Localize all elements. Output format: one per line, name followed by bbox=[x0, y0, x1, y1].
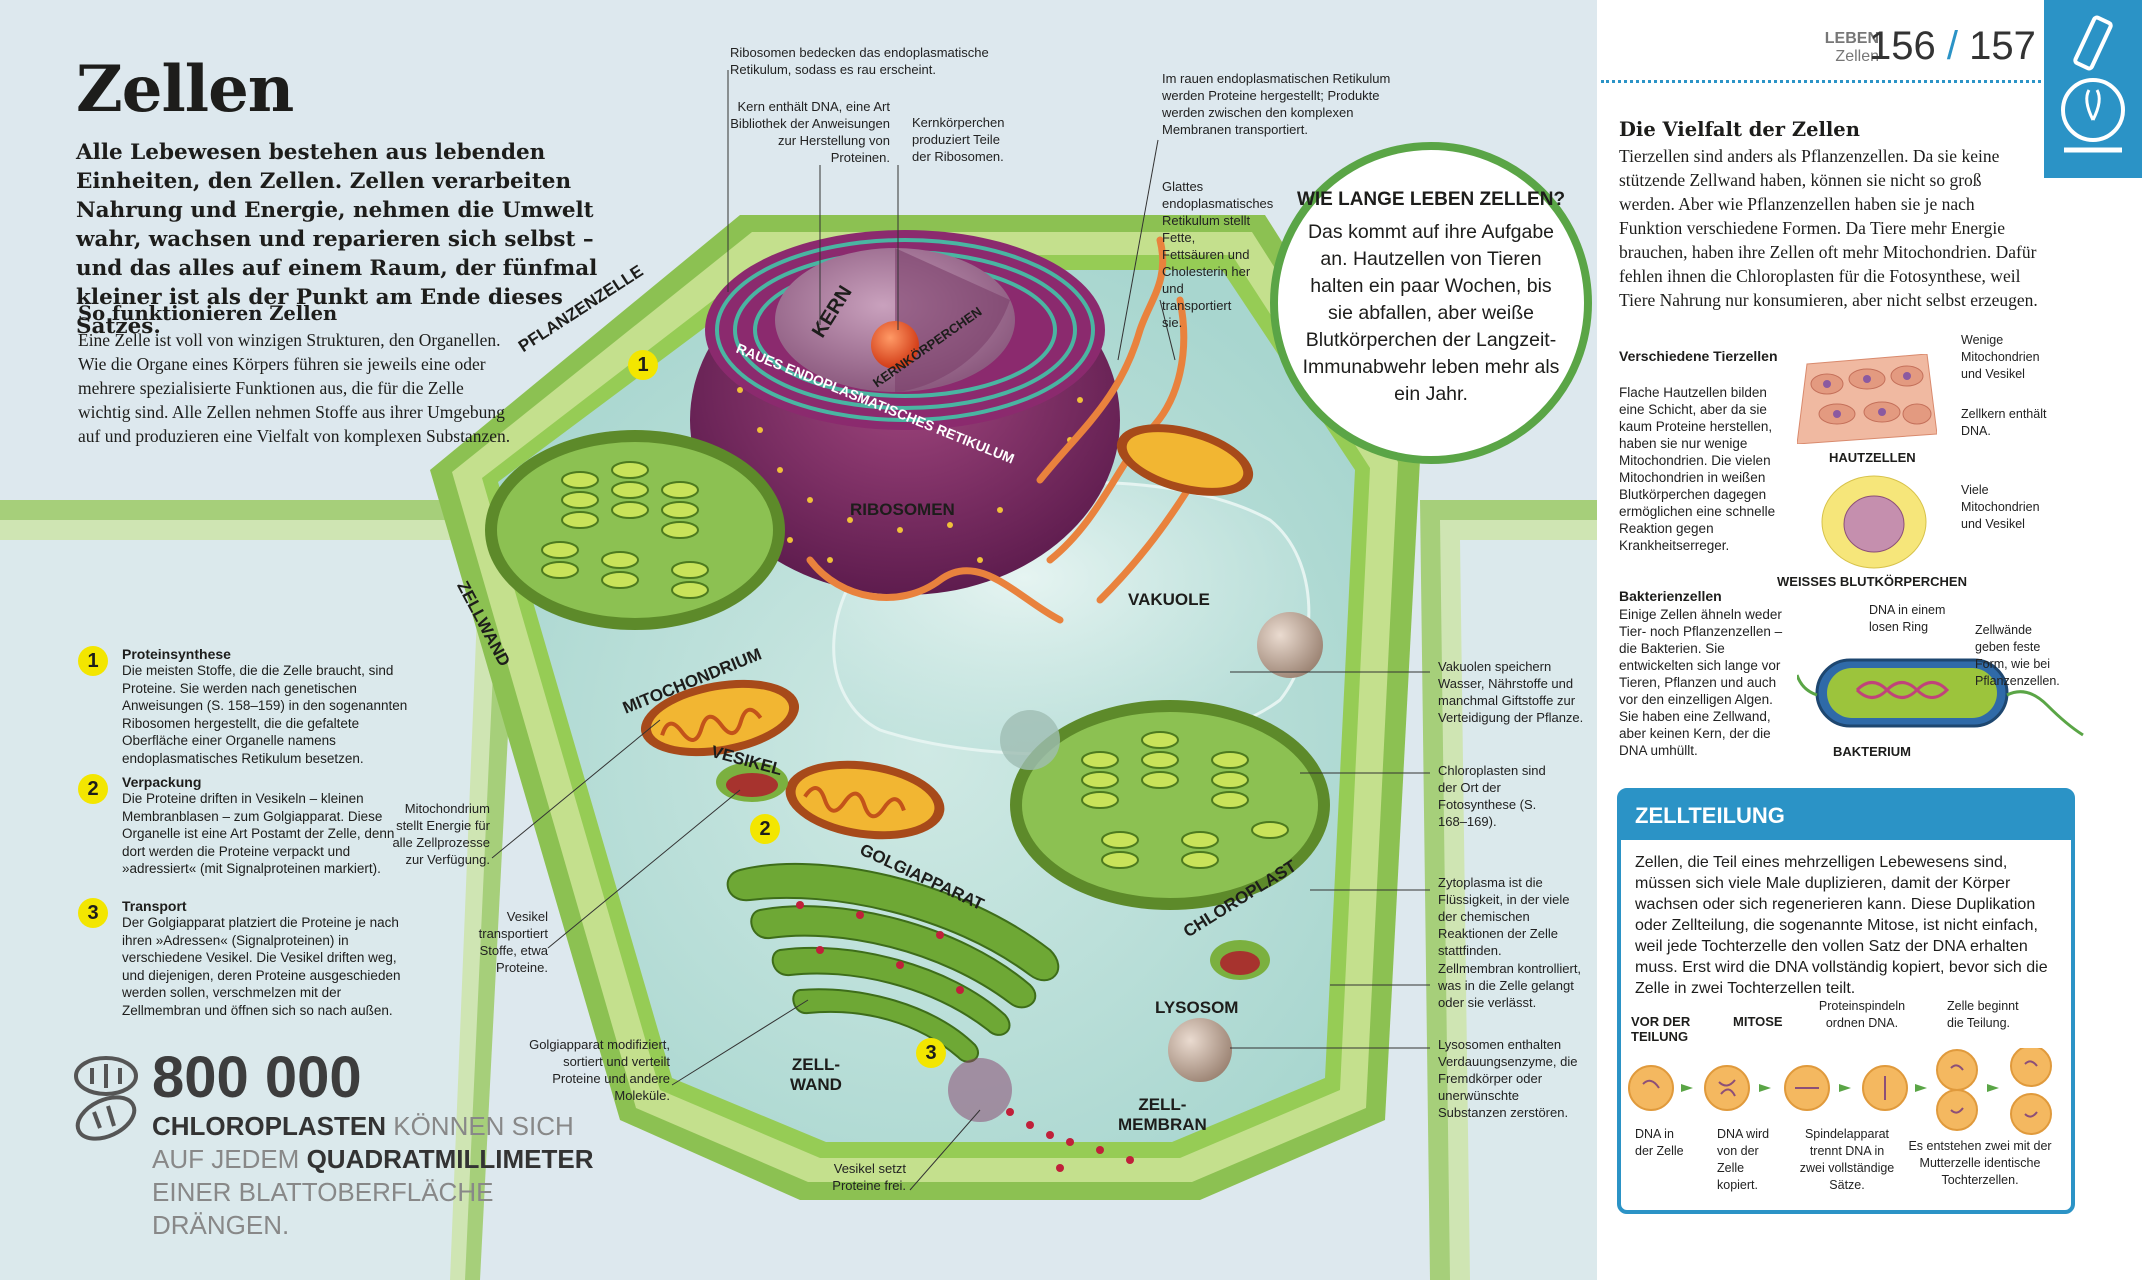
blut-note: Viele Mitochondrien und Vesikel bbox=[1961, 483, 2040, 531]
lysosom bbox=[1168, 1018, 1232, 1082]
fact-text: CHLOROPLASTEN KÖNNEN SICH AUF JEDEM QUAD… bbox=[152, 1110, 622, 1242]
blut-label: WEISSES BLUTKÖRPERCHEN bbox=[1777, 574, 1967, 589]
diagram-badge-2: 2 bbox=[750, 814, 780, 844]
bubble-heading: WIE LANGE LEBEN ZELLEN? bbox=[1296, 189, 1566, 210]
label-zellmembran: ZELL- MEMBRAN bbox=[1118, 1095, 1207, 1134]
zt-spindeln: Proteinspindeln ordnen DNA. bbox=[1818, 999, 1906, 1030]
zellteilung-diagram bbox=[1628, 1048, 2052, 1135]
callout-vesikel: Vesikel transportiert Stoffe, etwa Prote… bbox=[478, 909, 548, 975]
zellteilung-body: Zellen, die Teil eines mehrzelligen Lebe… bbox=[1635, 854, 2048, 997]
fact-bold-1: CHLOROPLASTEN bbox=[152, 1111, 386, 1141]
haut-label: HAUTZELLEN bbox=[1829, 450, 1916, 465]
zellteilung-heading: ZELLTEILUNG bbox=[1621, 792, 2071, 840]
page-title: Zellen bbox=[76, 52, 294, 127]
callout-ribosomen: Ribosomen bedecken das endoplasmatische … bbox=[730, 45, 989, 77]
bubble-text: Das kommt auf ihre Aufgabe an. Hautzelle… bbox=[1302, 221, 1560, 405]
callout-vesikel-frei: Vesikel setzt Proteine frei. bbox=[832, 1161, 906, 1193]
mitochondrium-2 bbox=[785, 760, 945, 840]
bakterien-heading: Bakterienzellen bbox=[1619, 588, 1722, 604]
tierzellen-body: Flache Hautzellen bilden eine Schicht, a… bbox=[1619, 385, 1776, 553]
zt-dna-kopiert: DNA wird von der Zelle kopiert. bbox=[1717, 1127, 1770, 1192]
callout-kernkoerperchen: Kernkörperchen produziert Teile der Ribo… bbox=[912, 115, 1005, 164]
mitochondrium-3 bbox=[1116, 424, 1254, 496]
step-1-badge: 1 bbox=[78, 646, 108, 676]
callout-zytoplasma: Zytoplasma ist die Flüssigkeit, in der v… bbox=[1438, 875, 1570, 958]
step-3-text: Der Golgiapparat platziert die Proteine … bbox=[122, 915, 401, 1018]
bakterien-body: Einige Zellen ähneln weder Tier- noch Pf… bbox=[1619, 607, 1783, 758]
zellteilung-box: ZELLTEILUNG Zellen, die Teil eines mehrz… bbox=[1617, 788, 2075, 1214]
step-2-text: Die Proteine driften in Vesikeln – klein… bbox=[122, 791, 395, 876]
zt-vor: VOR DER TEILUNG bbox=[1631, 1014, 1691, 1044]
bakterium-illustration bbox=[1797, 658, 2084, 737]
left-page: Zellen Alle Lebewesen bestehen aus leben… bbox=[0, 45, 1597, 1280]
mitochondrium-1 bbox=[640, 679, 800, 757]
page-right: 157 bbox=[1969, 24, 2036, 68]
chloroplast-icon bbox=[74, 1056, 138, 1141]
step-2: 2 Verpackung Die Proteine driften in Ves… bbox=[78, 774, 408, 878]
info-bubble: WIE LANGE LEBEN ZELLEN? Das kommt auf ih… bbox=[1270, 142, 1592, 464]
bakterien-note-wand: Zellwände geben feste Form, wie bei Pfla… bbox=[1975, 623, 2060, 688]
haut-note-1: Wenige Mitochondrien und Vesikel bbox=[1961, 333, 2040, 381]
section-label: LEBEN bbox=[1824, 30, 1879, 47]
step-2-badge: 2 bbox=[78, 774, 108, 804]
step-1-text: Die meisten Stoffe, die die Zelle brauch… bbox=[122, 663, 408, 766]
callout-golgi: Golgiapparat modifiziert, sortiert und v… bbox=[529, 1037, 670, 1103]
callout-lysosomen: Lysosomen enthalten Verdauungsenzyme, di… bbox=[1438, 1037, 1578, 1120]
blutkoerperchen-illustration bbox=[1821, 475, 1927, 569]
subsection-label: Zellen bbox=[1835, 48, 1879, 65]
zt-spindelapparat: Spindelapparat trennt DNA in zwei vollst… bbox=[1799, 1127, 1895, 1192]
bakterien-label: BAKTERIUM bbox=[1833, 744, 1911, 759]
step-2-title: Verpackung bbox=[122, 774, 202, 790]
label-lysosom: LYSOSOM bbox=[1155, 998, 1239, 1017]
callout-glattes-er: Glattes endoplasmatisches Retikulum stel… bbox=[1162, 179, 1274, 330]
step-1-title: Proteinsynthese bbox=[122, 646, 231, 662]
fact-plain-2: EINER BLATTOBERFLÄCHE DRÄNGEN. bbox=[152, 1177, 494, 1240]
page-numbers: 156 / 157 bbox=[1869, 24, 2036, 69]
callout-kern-dna: Kern enthält DNA, eine Art Bibliothek de… bbox=[730, 99, 890, 165]
label-ribosomen: RIBOSOMEN bbox=[850, 500, 955, 519]
label-zellwand-2: ZELL- WAND bbox=[790, 1055, 842, 1094]
step-3: 3 Transport Der Golgiapparat platziert d… bbox=[78, 898, 408, 1019]
step-1: 1 Proteinsynthese Die meisten Stoffe, di… bbox=[78, 646, 408, 767]
kernkoerperchen bbox=[871, 321, 919, 369]
page-sep: / bbox=[1946, 24, 1958, 68]
callout-rau-er: Im rauen endoplasmatischen Retikulum wer… bbox=[1162, 71, 1391, 137]
step-3-badge: 3 bbox=[78, 898, 108, 928]
zt-entstehen: Es entstehen zwei mit der Mutterzelle id… bbox=[1908, 1139, 2052, 1187]
how-heading: So funktionieren Zellen bbox=[78, 302, 338, 325]
intro-paragraph: Alle Lebewesen bestehen aus lebenden Ein… bbox=[76, 140, 598, 339]
callout-mitochondrium: Mitochondrium stellt Energie für alle Ze… bbox=[392, 801, 490, 867]
callout-chloroplasten: Chloroplasten sind der Ort der Fotosynth… bbox=[1438, 763, 1546, 829]
golgiapparat bbox=[726, 862, 1060, 1063]
vesikel-3 bbox=[948, 1058, 1012, 1122]
callout-vakuolen: Vakuolen speichern Wasser, Nährstoffe un… bbox=[1438, 659, 1584, 725]
hautzellen-illustration bbox=[1797, 354, 1937, 444]
zt-mitose: MITOSE bbox=[1733, 1014, 1783, 1029]
step-3-title: Transport bbox=[122, 898, 187, 914]
tierzellen-heading: Verschiedene Tierzellen bbox=[1619, 348, 1778, 364]
header-divider bbox=[1601, 80, 2041, 83]
haut-note-2: Zellkern enthält DNA. bbox=[1961, 407, 2047, 438]
callout-zellmembran: Zellmembran kontrolliert, was in die Zel… bbox=[1438, 961, 1582, 1010]
zt-beginnt: Zelle beginnt die Teilung. bbox=[1947, 999, 2019, 1030]
fact-bold-2: QUADRATMILLIMETER bbox=[306, 1144, 594, 1174]
bakterien-note-dna: DNA in einem losen Ring bbox=[1869, 603, 1946, 634]
zt-dna-zelle: DNA in der Zelle bbox=[1635, 1127, 1684, 1158]
section-tag: LEBEN Zellen bbox=[1769, 30, 1879, 66]
how-body: Eine Zelle ist voll von winzigen Struktu… bbox=[78, 330, 511, 446]
diagram-badge-3: 3 bbox=[916, 1038, 946, 1068]
label-vakuole: VAKUOLE bbox=[1128, 590, 1210, 609]
vielfalt-body: Tierzellen sind anders als Pflanzenzelle… bbox=[1619, 146, 2038, 310]
cell-illustration bbox=[0, 70, 1597, 1280]
microscope-tab bbox=[2044, 0, 2142, 178]
vielfalt-heading: Die Vielfalt der Zellen bbox=[1619, 118, 1860, 141]
fact-number: 800 000 bbox=[152, 1045, 362, 1110]
diagram-badge-1: 1 bbox=[628, 350, 658, 380]
microscope-icon bbox=[2061, 15, 2125, 153]
fact-plain-1: KÖNNEN SICH AUF JEDEM bbox=[152, 1111, 574, 1174]
page-left: 156 bbox=[1869, 24, 1936, 68]
